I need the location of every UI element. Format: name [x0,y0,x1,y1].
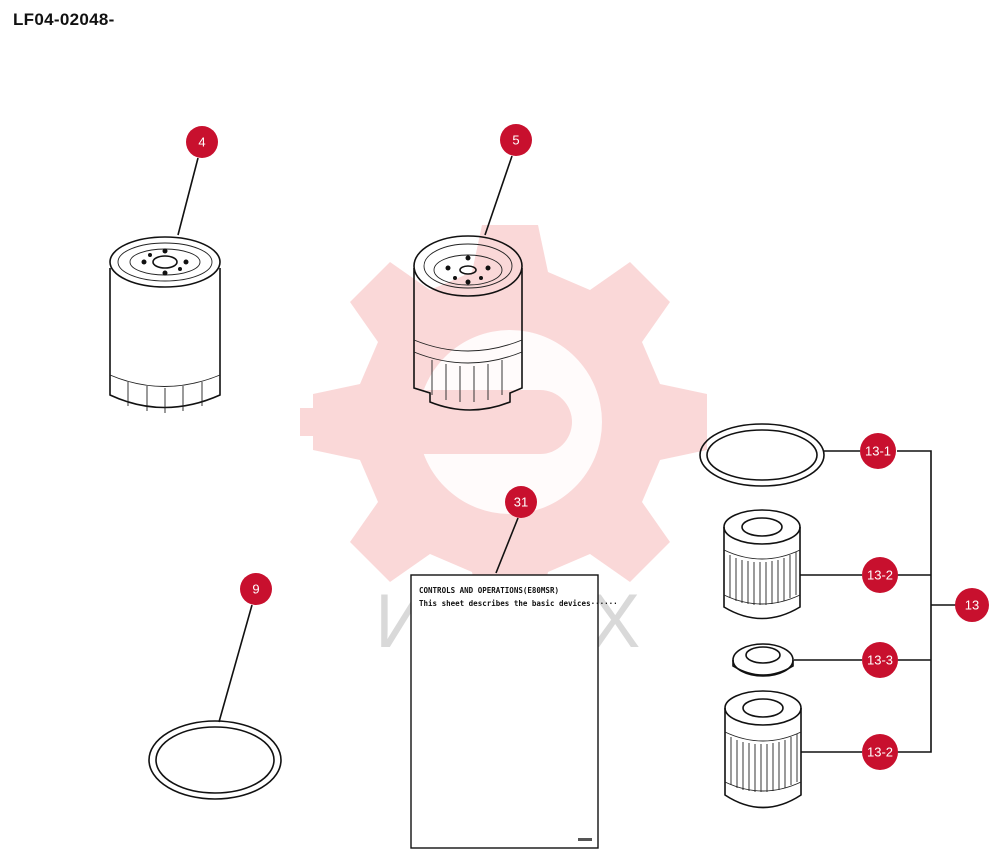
document-line-1: CONTROLS AND OPERATIONS(E80MSR) [419,586,559,595]
svg-text:13-2: 13-2 [867,568,893,583]
svg-text:13-3: 13-3 [867,653,893,668]
callout-13-3[interactable]: 13-3 [862,642,898,678]
fuel-filter-part-5 [413,235,523,411]
svg-text:13-2: 13-2 [867,745,893,760]
seal-part-13-3 [732,643,794,677]
svg-text:13: 13 [965,598,979,613]
callout-4[interactable]: 4 [186,126,218,158]
o-ring-part-9 [148,720,282,800]
svg-text:5: 5 [512,133,519,148]
callout-13-1[interactable]: 13-1 [860,433,896,469]
svg-text:9: 9 [252,582,259,597]
callout-13-2-upper[interactable]: 13-2 [862,557,898,593]
watermark-logo [300,225,707,619]
document-part-31: CONTROLS AND OPERATIONS(E80MSR) This she… [410,574,618,849]
svg-text:31: 31 [514,495,528,510]
callout-13[interactable]: 13 [955,588,989,622]
svg-text:4: 4 [198,135,205,150]
filter-element-part-13-2-lower [724,690,802,809]
oil-filter-part-4 [109,236,221,413]
diagram-title: LF04-02048- [13,10,115,29]
callout-31[interactable]: 31 [505,486,537,518]
callout-13-2-lower[interactable]: 13-2 [862,734,898,770]
o-ring-part-13-1 [699,423,825,487]
leader-lines [177,155,956,753]
filter-element-part-13-2-upper [723,509,801,620]
svg-text:13-1: 13-1 [865,444,891,459]
callout-9[interactable]: 9 [240,573,272,605]
document-line-2: This sheet describes the basic devices··… [419,599,618,608]
callout-5[interactable]: 5 [500,124,532,156]
